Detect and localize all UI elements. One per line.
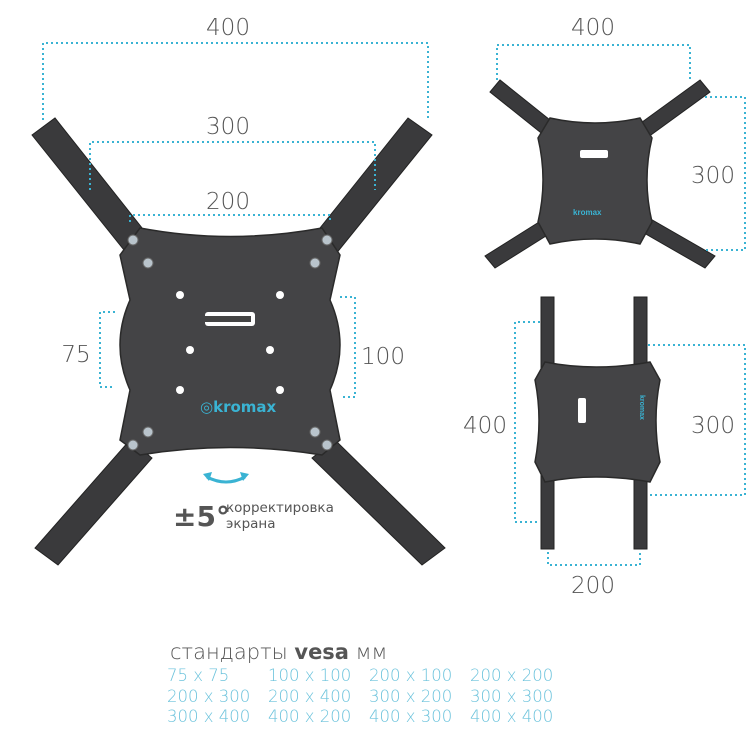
vesa-item: 100 x 100: [268, 666, 352, 685]
title-prefix: стандарты: [170, 640, 288, 664]
vesa-standards-list: 75 x 75 100 x 100 200 x 100 200 x 200 20…: [167, 666, 571, 728]
dim-75: 75: [61, 342, 90, 368]
dim-400-bottom-right: 400: [463, 413, 507, 439]
main-dimensions: 400 300 200 75 100: [42, 15, 429, 398]
dim-400-top-right: 400: [571, 15, 615, 41]
svg-text:kromax: kromax: [573, 208, 602, 217]
title-vesa: vesa: [294, 640, 349, 664]
dim-300: 300: [206, 114, 250, 140]
dim-300-bottom-right: 300: [691, 413, 735, 439]
arm-top-right: [311, 117, 433, 256]
dim-300-top-right: 300: [691, 163, 735, 189]
vesa-item: 400 x 400: [470, 707, 554, 726]
main-bracket: ◎kromax: [31, 117, 446, 566]
arm-top-left: [31, 117, 151, 256]
dim-400: 400: [206, 15, 250, 41]
vesa-item: 200 x 400: [268, 686, 352, 706]
svg-text:kromax: kromax: [638, 395, 645, 420]
title-unit: мм: [355, 640, 388, 664]
arm-bottom-left: [34, 439, 153, 566]
vesa-item: 200 x 300: [167, 686, 251, 706]
top-right-bracket: kromax 400 300: [484, 15, 746, 269]
tilt-label-line2: экрана: [226, 516, 276, 532]
dim-200-bottom-right: 200: [571, 573, 615, 599]
vesa-item: 75 x 75: [167, 666, 230, 685]
tilt-label-line1: корректировка: [226, 500, 334, 516]
dim-100: 100: [361, 344, 405, 370]
brand-logo: ◎kromax: [200, 398, 277, 416]
rotate-arrow-icon: [206, 475, 246, 484]
tilt-value: ±5°: [173, 500, 230, 533]
vesa-item: 300 x 400: [167, 707, 251, 726]
vesa-item: 300 x 200: [369, 686, 453, 706]
tilt-label: корректировка экрана: [226, 500, 334, 532]
bottom-right-bracket: kromax 400 300 200: [463, 296, 746, 599]
vesa-item: 200 x 200: [470, 666, 554, 685]
vesa-item: 300 x 300: [470, 686, 554, 706]
mount-plate: [119, 227, 341, 456]
vesa-item: 400 x 300: [369, 707, 453, 726]
vesa-item: 200 x 100: [369, 666, 453, 685]
vesa-item: 400 x 200: [268, 707, 352, 726]
vesa-standards-title: стандарты vesa мм: [170, 640, 387, 664]
dim-200: 200: [206, 189, 250, 215]
